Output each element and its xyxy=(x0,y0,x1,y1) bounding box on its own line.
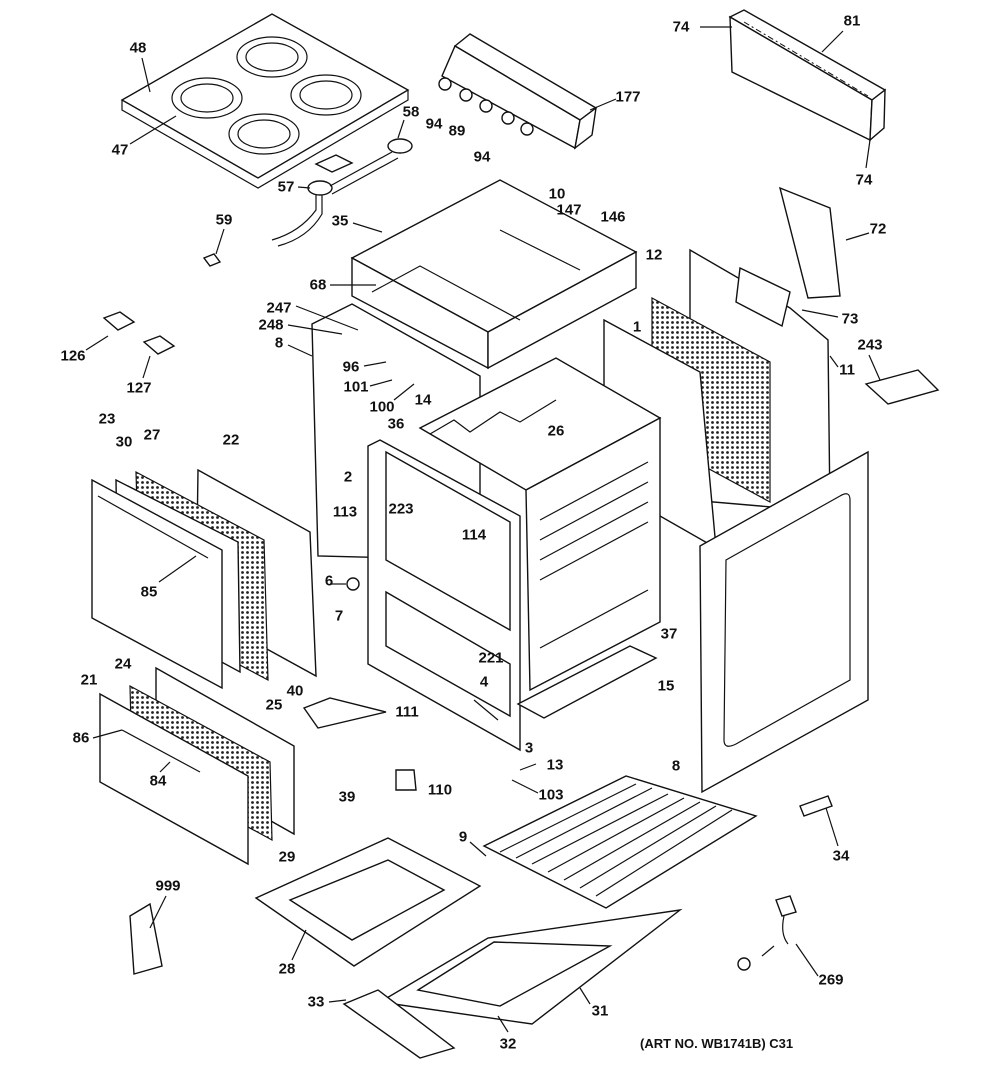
art-number: (ART NO. WB1741B) C31 xyxy=(640,1036,794,1051)
callout-8a: 8 xyxy=(274,334,284,352)
callout-248: 248 xyxy=(258,316,284,334)
callout-32: 32 xyxy=(499,1035,517,1053)
callout-113: 113 xyxy=(332,503,358,521)
callout-127: 127 xyxy=(126,379,152,397)
callout-1: 1 xyxy=(632,318,642,336)
backguard xyxy=(728,9,887,142)
callout-999: 999 xyxy=(155,877,181,895)
control-module xyxy=(864,369,940,405)
callout-34: 34 xyxy=(832,847,850,865)
callout-59: 59 xyxy=(215,211,233,229)
small-parts xyxy=(102,253,833,975)
callout-37: 37 xyxy=(660,625,678,643)
callout-14: 14 xyxy=(414,391,432,409)
callout-74b: 74 xyxy=(855,171,873,189)
callout-47: 47 xyxy=(111,141,129,159)
front-frame xyxy=(367,439,521,752)
callout-86: 86 xyxy=(72,729,90,747)
drawer-door xyxy=(99,666,295,866)
callout-35: 35 xyxy=(331,212,349,230)
callout-22: 22 xyxy=(222,431,240,449)
callout-243: 243 xyxy=(857,336,883,354)
callout-72: 72 xyxy=(869,220,887,238)
callout-28: 28 xyxy=(278,960,296,978)
callout-9: 9 xyxy=(458,828,468,846)
callout-221: 221 xyxy=(478,649,504,667)
callout-7: 7 xyxy=(334,607,344,625)
callout-26: 26 xyxy=(547,422,565,440)
callout-36: 36 xyxy=(387,415,405,433)
callout-114: 114 xyxy=(461,526,487,544)
callout-24: 24 xyxy=(114,655,132,673)
cooktop-grate xyxy=(120,13,410,189)
callout-223: 223 xyxy=(388,500,414,518)
callout-84: 84 xyxy=(149,772,167,790)
callout-85: 85 xyxy=(140,583,158,601)
burner-assembly xyxy=(271,138,413,247)
callout-29: 29 xyxy=(278,848,296,866)
callout-40: 40 xyxy=(286,682,304,700)
callout-25: 25 xyxy=(265,696,283,714)
callout-10: 10 xyxy=(548,185,566,203)
callout-13: 13 xyxy=(546,756,564,774)
bottom-tray xyxy=(516,645,658,719)
callout-101: 101 xyxy=(343,378,369,396)
callout-2: 2 xyxy=(343,468,353,486)
callout-27: 27 xyxy=(143,426,161,444)
burner-grate xyxy=(171,36,362,155)
callout-89: 89 xyxy=(448,122,466,140)
callout-110: 110 xyxy=(427,781,453,799)
callout-23: 23 xyxy=(98,410,116,428)
oven-liner xyxy=(418,357,662,692)
rack-supports xyxy=(539,461,649,649)
callout-4: 4 xyxy=(479,673,489,691)
callout-96: 96 xyxy=(342,358,360,376)
callout-81: 81 xyxy=(843,12,861,30)
callout-12: 12 xyxy=(645,246,663,264)
callout-48: 48 xyxy=(129,39,147,57)
callout-21: 21 xyxy=(80,671,98,689)
callout-177: 177 xyxy=(615,88,641,106)
callout-39: 39 xyxy=(338,788,356,806)
callout-3: 3 xyxy=(524,739,534,757)
callout-73: 73 xyxy=(841,310,859,328)
callout-6: 6 xyxy=(324,572,334,590)
callout-146: 146 xyxy=(600,208,626,226)
vent-duct xyxy=(735,186,841,328)
callout-57: 57 xyxy=(277,178,295,196)
callout-94a: 94 xyxy=(425,115,443,133)
callout-33: 33 xyxy=(307,993,325,1011)
broiler-pan xyxy=(254,775,758,1059)
broiler-grid-lines xyxy=(499,783,733,897)
callout-11: 11 xyxy=(839,361,855,379)
callout-100: 100 xyxy=(369,398,395,416)
callout-147: 147 xyxy=(556,201,582,219)
oven-door-upper xyxy=(91,468,317,690)
callout-31: 31 xyxy=(591,1002,609,1020)
leader-lines xyxy=(85,26,881,1033)
callout-58: 58 xyxy=(402,103,420,121)
callout-74a: 74 xyxy=(672,18,690,36)
callout-94b: 94 xyxy=(473,148,491,166)
callout-68: 68 xyxy=(309,276,327,294)
callout-269: 269 xyxy=(818,971,844,989)
burner-box xyxy=(350,179,638,370)
callout-8b: 8 xyxy=(671,757,681,775)
callout-111: 111 xyxy=(395,703,419,721)
callout-126: 126 xyxy=(60,347,86,365)
callout-103: 103 xyxy=(538,786,564,804)
power-cord xyxy=(737,895,797,971)
right-side-panel xyxy=(699,450,869,794)
callout-30: 30 xyxy=(115,433,133,451)
callout-15: 15 xyxy=(657,677,675,695)
callout-247: 247 xyxy=(266,299,292,317)
